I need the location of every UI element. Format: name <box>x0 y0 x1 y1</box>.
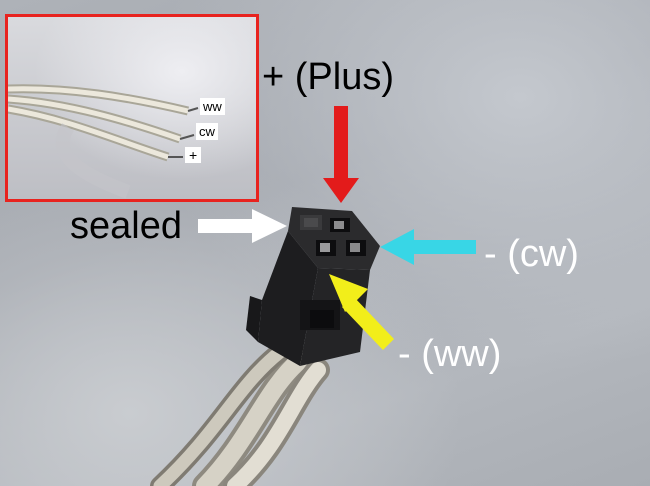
down-arrow-icon <box>323 106 359 203</box>
wires-detail-photo <box>8 84 199 199</box>
sealed-label: sealed <box>70 205 182 247</box>
up-left-arrow-icon <box>329 274 394 350</box>
ww-label: - (ww) <box>398 333 502 375</box>
cw-tag: cw <box>196 123 218 140</box>
plus-tag: + <box>185 147 202 163</box>
left-arrow-icon <box>380 229 476 265</box>
right-arrow-icon <box>198 209 287 243</box>
plus-label: + (Plus) <box>262 56 394 98</box>
cable <box>150 342 330 486</box>
inset-detail: ww cw + <box>5 14 259 202</box>
cw-label: - (cw) <box>484 233 579 275</box>
ww-tag: ww <box>200 98 225 115</box>
